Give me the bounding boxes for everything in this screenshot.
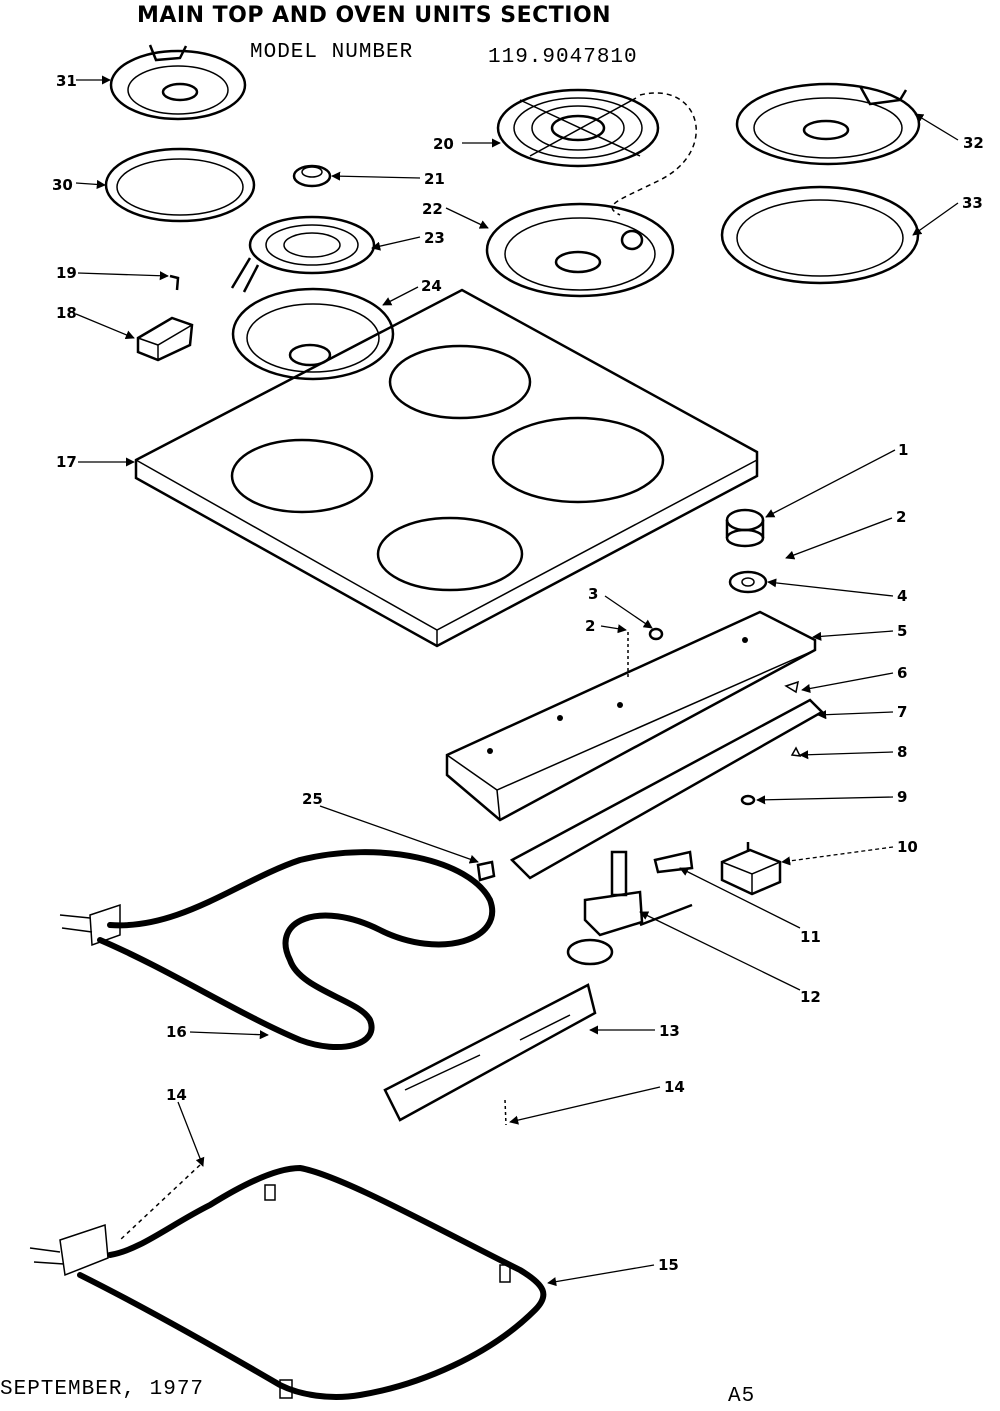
callout-3: 3	[588, 585, 598, 603]
leader-lines	[75, 75, 959, 1287]
callout-22: 22	[422, 200, 443, 218]
callout-21: 21	[424, 170, 445, 188]
drip-pan-31	[109, 44, 247, 121]
screw-14a	[504, 1099, 507, 1126]
trim-ring-30	[104, 147, 256, 223]
connector-11	[653, 850, 694, 874]
drip-pan-24	[231, 287, 395, 381]
bezel-4-hole	[741, 577, 755, 587]
surface-element-20	[496, 88, 697, 216]
callout-7: 7	[897, 703, 907, 721]
clip-8	[790, 746, 802, 757]
bezel-4	[728, 570, 768, 594]
broil-element-16	[59, 849, 496, 1050]
callout-14: 14	[664, 1078, 685, 1096]
screw-14b	[119, 1164, 201, 1241]
callout-4: 4	[897, 587, 907, 605]
bracket-13	[383, 983, 597, 1122]
bake-element-15	[29, 1165, 547, 1400]
callout-23: 23	[424, 229, 445, 247]
callout-31: 31	[56, 72, 77, 90]
model-number: 119.9047810	[488, 46, 638, 69]
callout-2: 2	[896, 508, 906, 526]
callout-24: 24	[421, 277, 442, 295]
callout-14b: 14	[166, 1086, 187, 1104]
callout-6: 6	[897, 664, 907, 682]
callout-labels: 31 30 20 21 22 23 24 19 18 17 32 33 1 2 …	[52, 72, 984, 1274]
diagram-title: MAIN TOP AND OVEN UNITS SECTION	[137, 3, 611, 28]
callout-12: 12	[800, 988, 821, 1006]
callout-9: 9	[897, 788, 907, 806]
wire-19	[169, 274, 180, 291]
screw-3	[648, 627, 664, 641]
timer-10	[720, 842, 782, 896]
callout-2b: 2	[585, 617, 595, 635]
trim-ring-33	[720, 185, 920, 285]
footer-date: SEPTEMBER, 1977	[0, 1378, 204, 1401]
control-panel-5	[445, 610, 817, 822]
callout-11: 11	[800, 928, 821, 946]
callout-5: 5	[897, 622, 907, 640]
callout-8: 8	[897, 743, 907, 761]
model-label: MODEL NUMBER	[250, 41, 413, 64]
callout-16: 16	[166, 1023, 187, 1041]
callout-33: 33	[962, 194, 983, 212]
receptacle-21	[292, 164, 332, 188]
surface-element-23	[230, 215, 376, 293]
callout-18: 18	[56, 304, 77, 322]
callout-25: 25	[302, 790, 323, 808]
thermostat-12	[566, 850, 693, 966]
clip-6	[784, 680, 799, 694]
drip-pan-22	[485, 202, 675, 298]
callout-17: 17	[56, 453, 77, 471]
main-top-17	[134, 288, 759, 648]
callout-15: 15	[658, 1256, 679, 1274]
callout-13: 13	[659, 1022, 680, 1040]
callout-1: 1	[898, 441, 908, 459]
screw-9	[740, 794, 756, 806]
callout-19: 19	[56, 264, 77, 282]
terminal-block-18	[136, 316, 194, 362]
bracket-25	[476, 860, 496, 882]
drip-pan-32	[735, 82, 921, 166]
callout-20: 20	[433, 135, 454, 153]
callout-10: 10	[897, 838, 918, 856]
knob-1	[725, 508, 765, 548]
callout-32: 32	[963, 134, 984, 152]
callout-30: 30	[52, 176, 73, 194]
footer-page-code: A5	[728, 1385, 755, 1408]
